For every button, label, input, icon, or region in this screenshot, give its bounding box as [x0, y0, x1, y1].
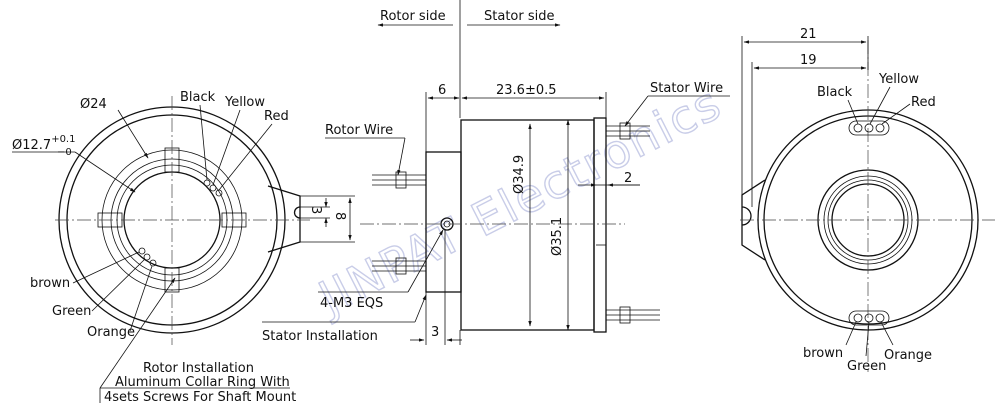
watermark: JINPAT Electronics — [308, 75, 731, 326]
side-view — [360, 0, 660, 345]
slot-outer-dim: 8 — [332, 212, 347, 220]
dim-19: 19 — [800, 53, 817, 68]
wire-hole-yellow — [209, 184, 217, 192]
left-front-view — [55, 96, 310, 345]
screws-label: 4-M3 EQS — [320, 296, 383, 311]
lip-dim: 2 — [624, 171, 632, 186]
left-wire-orange-label: Orange — [87, 325, 135, 340]
right-wire-red-label: Red — [911, 95, 936, 110]
wire-hole-orange — [149, 259, 157, 267]
dim-21: 21 — [800, 27, 817, 42]
stator-installation-label: Stator Installation — [262, 329, 378, 344]
right-wire-brown-label: brown — [803, 346, 843, 361]
offset-dim: 3 — [431, 325, 439, 340]
left-wire-yellow-label: Yellow — [224, 95, 265, 110]
set-screws-note: 4sets Screws For Shaft Mount — [104, 390, 296, 405]
inner-diameter-label: Ø12.7+0.1 — [12, 134, 75, 153]
outer-diameter-label: Ø24 — [80, 97, 107, 112]
right-wire-yellow-label: Yellow — [878, 72, 919, 87]
right-wire-black-label: Black — [817, 85, 853, 100]
outer-diameter-dim: Ø35.1 — [550, 217, 565, 256]
wire-hole-brown — [138, 247, 146, 255]
wire-hole-green — [143, 253, 151, 261]
left-wire-black-label: Black — [180, 90, 216, 105]
body-diameter-dim: Ø34.9 — [512, 155, 527, 194]
rotor-side-label: Rotor side — [380, 9, 446, 24]
left-wire-brown-label: brown — [30, 276, 70, 291]
left-wire-red-label: Red — [264, 109, 289, 124]
stator-side-label: Stator side — [484, 9, 554, 24]
wire-hole-black — [203, 179, 211, 187]
stator-wire-label: Stator Wire — [650, 81, 723, 96]
right-rear-view — [740, 40, 995, 372]
slot-inner-dim: 3 — [308, 206, 323, 214]
right-wire-orange-label: Orange — [884, 348, 932, 363]
length-dim: 23.6±0.5 — [496, 83, 557, 98]
aluminum-collar-note: Aluminum Collar Ring With — [115, 375, 290, 390]
right-wire-green-label: Green — [847, 359, 886, 374]
flange-dim: 6 — [438, 83, 446, 98]
rotor-installation-note: Rotor Installation — [143, 361, 254, 376]
left-wire-green-label: Green — [52, 304, 91, 319]
inner-diameter-tolerance-minus: −0 — [57, 147, 72, 158]
rotor-wire-label: Rotor Wire — [325, 123, 393, 138]
